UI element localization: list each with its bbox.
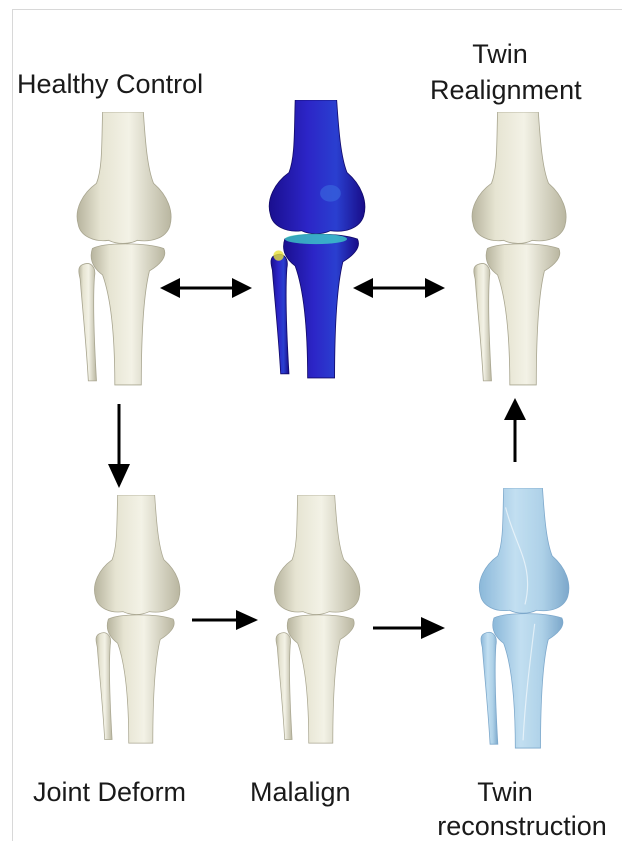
knee-joint-deform [88,495,188,745]
label-twin-realignment-line1: Twin [470,38,530,70]
knee-malalign [268,495,368,745]
heatmap-hotspot-fibula [273,250,283,260]
label-joint-deform: Joint Deform [33,776,186,808]
label-twin-realignment-line2: Realignment [430,74,570,106]
label-malalign: Malalign [250,776,351,808]
arrow-up-to-twin-realignment [503,398,527,462]
double-arrow-left [160,276,252,300]
arrow-down-to-joint-deform [106,404,132,488]
frame-top-border [12,9,622,10]
knee-twin-reconstruction [470,488,580,750]
knee-healthy-control [70,112,180,387]
heatmap-hotspot-plateau [285,234,347,244]
arrow-right-to-twin-reconstruction [373,616,445,640]
knee-heatmap-comparison [263,100,373,380]
label-healthy-control: Healthy Control [17,68,203,100]
label-twin-reconstruction-line2: reconstruction [432,810,612,842]
knee-twin-realignment [465,112,575,387]
frame-left-border [12,9,13,841]
double-arrow-right [353,276,445,300]
arrow-right-to-malalign [192,609,258,631]
label-twin-reconstruction-line1: Twin [475,776,535,808]
